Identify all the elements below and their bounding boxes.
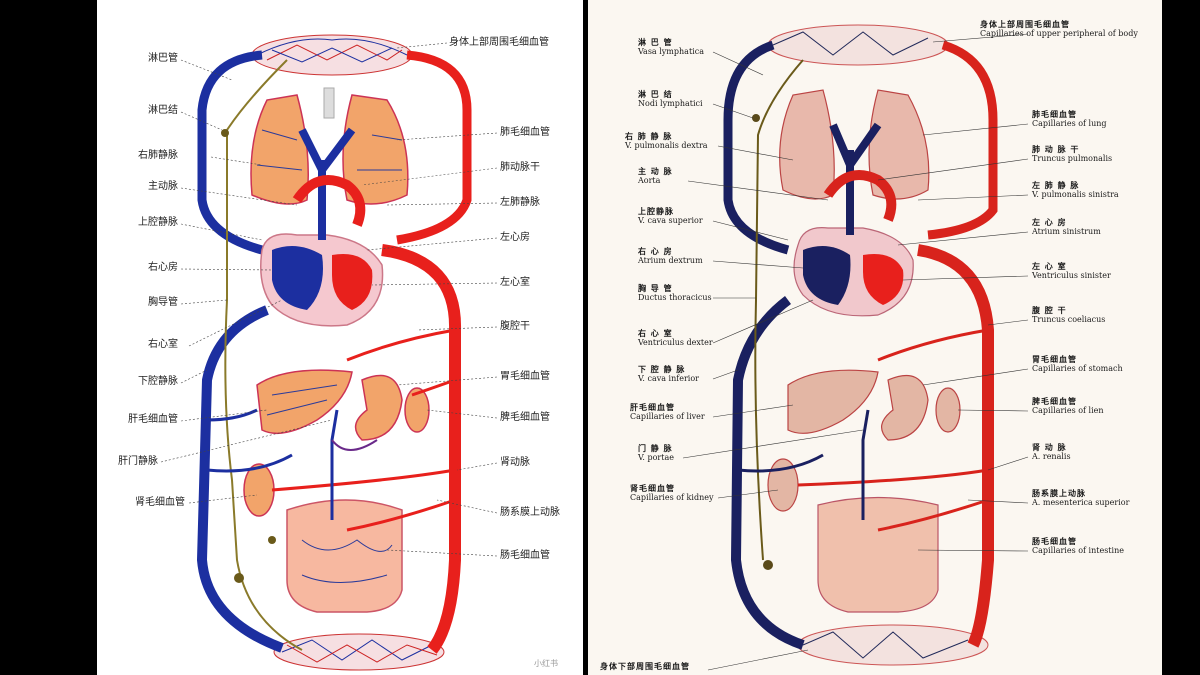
label-lymph-node: 淋巴结 bbox=[148, 105, 178, 116]
label-liver-capillaries: 肝毛细血管 bbox=[128, 414, 178, 425]
liver-icon bbox=[256, 369, 353, 435]
label-superior-mesenteric-artery: 肠系膜上动脉 bbox=[500, 507, 560, 518]
label-thoracic-duct: 胸导管 bbox=[148, 297, 178, 308]
label-inferior-vena-cava: 下腔静脉 bbox=[138, 376, 178, 387]
label-aorta: 主动脉 bbox=[148, 181, 178, 192]
intestine-icon bbox=[286, 499, 403, 613]
label-pulmonary-trunk: 肺动脉干 bbox=[500, 162, 540, 173]
kidney-icon bbox=[243, 463, 275, 517]
label-stomach-capillaries: 胃毛细血管 bbox=[500, 371, 550, 382]
label-right-ventricle: 右心室 bbox=[148, 339, 178, 350]
left-circulation-diagram bbox=[196, 34, 472, 671]
label-upper-body-capillaries: 身体上部周围毛细血管 bbox=[449, 37, 549, 48]
label-intestine-capillaries: 肠毛细血管 bbox=[500, 550, 550, 561]
label-renal-artery: 肾动脉 bbox=[500, 457, 530, 468]
label-left-atrium: 左心房 bbox=[500, 232, 530, 243]
label-left-ventricle: 左心室 bbox=[500, 277, 530, 288]
label-right-pulmonary-vein: 右肺静脉 bbox=[138, 150, 178, 161]
left-diagram-panel: 淋巴管 淋巴结 右肺静脉 主动脉 上腔静脉 右心房 胸导管 右心室 下腔静脉 肝… bbox=[97, 0, 583, 675]
label-spleen-capillaries: 脾毛细血管 bbox=[500, 412, 550, 423]
label-right-atrium: 右心房 bbox=[148, 262, 178, 273]
label-kidney-capillaries: 肾毛细血管 bbox=[135, 497, 185, 508]
label-cap-lower: 身体下部周围毛细血管 bbox=[600, 661, 690, 671]
label-lung-capillaries: 肺毛细血管 bbox=[500, 127, 550, 138]
label-portal-vein: 肝门静脉 bbox=[118, 456, 158, 467]
watermark: 小红书 bbox=[534, 659, 558, 668]
label-celiac-trunk: 腹腔干 bbox=[500, 321, 530, 332]
lymph-node-icon bbox=[221, 129, 229, 137]
label-lymph-vessel: 淋巴管 bbox=[148, 53, 178, 64]
label-superior-vena-cava: 上腔静脉 bbox=[138, 217, 178, 228]
stomach-icon bbox=[354, 374, 403, 441]
label-left-pulmonary-vein: 左肺静脉 bbox=[500, 197, 540, 208]
right-lung-icon bbox=[250, 94, 309, 205]
